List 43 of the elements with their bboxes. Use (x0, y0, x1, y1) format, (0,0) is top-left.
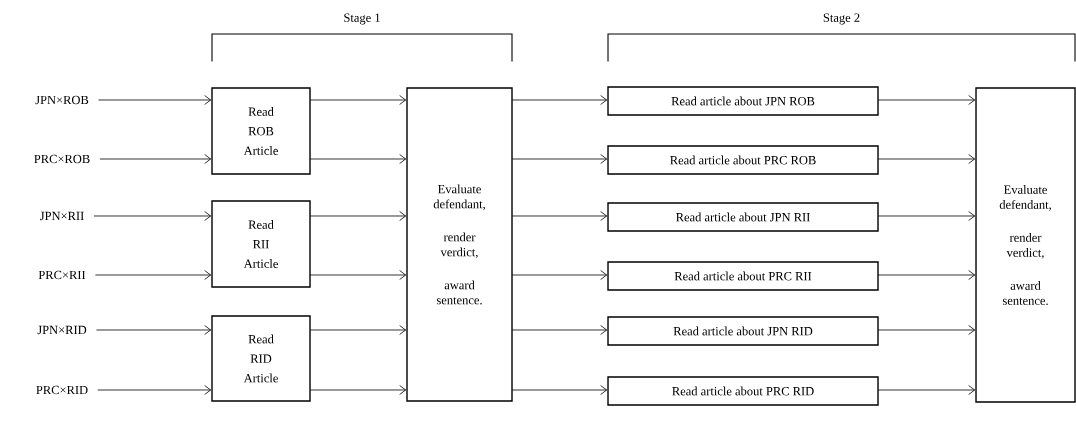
process-box: Evaluate defendant, render verdict, award sentence. (975, 87, 1076, 403)
input-label: JPN×ROB (35, 95, 89, 105)
process-box: Read article about PRC ROB (607, 145, 879, 175)
arrow (310, 270, 407, 280)
process-box: Read ROB Article (211, 87, 311, 175)
arrow (878, 95, 976, 105)
process-box: Read article about PRC RII (607, 261, 879, 291)
arrow (94, 211, 212, 221)
process-box: Read RID Article (211, 315, 311, 402)
stage-label: Stage 2 (823, 13, 860, 25)
arrow (95, 270, 212, 280)
process-box: Evaluate defendant, render verdict, award sentence. (406, 87, 513, 402)
arrow (310, 385, 407, 395)
arrow (878, 154, 976, 164)
arrow (97, 385, 212, 395)
arrow (878, 385, 976, 395)
process-box: Read article about JPN RII (607, 202, 879, 232)
arrow (878, 325, 976, 335)
arrow (512, 270, 608, 280)
input-label: PRC×ROB (34, 154, 90, 164)
arrow (96, 325, 212, 335)
stage-label: Stage 1 (344, 13, 380, 25)
arrow (310, 95, 407, 105)
input-label: JPN×RII (40, 211, 84, 221)
arrow (98, 95, 212, 105)
process-box: Read article about PRC RID (607, 376, 879, 406)
input-label: PRC×RID (36, 385, 88, 395)
arrow (512, 154, 608, 164)
arrow (512, 385, 608, 395)
process-box: Read article about JPN ROB (607, 86, 879, 116)
arrow (310, 154, 407, 164)
arrow (310, 325, 407, 335)
arrow (512, 95, 608, 105)
arrow (878, 211, 976, 221)
arrow (878, 270, 976, 280)
arrow (310, 211, 407, 221)
process-box: Read article about JPN RID (607, 316, 879, 346)
arrow (512, 211, 608, 221)
arrow (100, 154, 212, 164)
input-label: JPN×RID (37, 325, 87, 335)
arrow (512, 325, 608, 335)
process-box: Read RII Article (211, 200, 311, 288)
input-label: PRC×RII (38, 270, 86, 280)
